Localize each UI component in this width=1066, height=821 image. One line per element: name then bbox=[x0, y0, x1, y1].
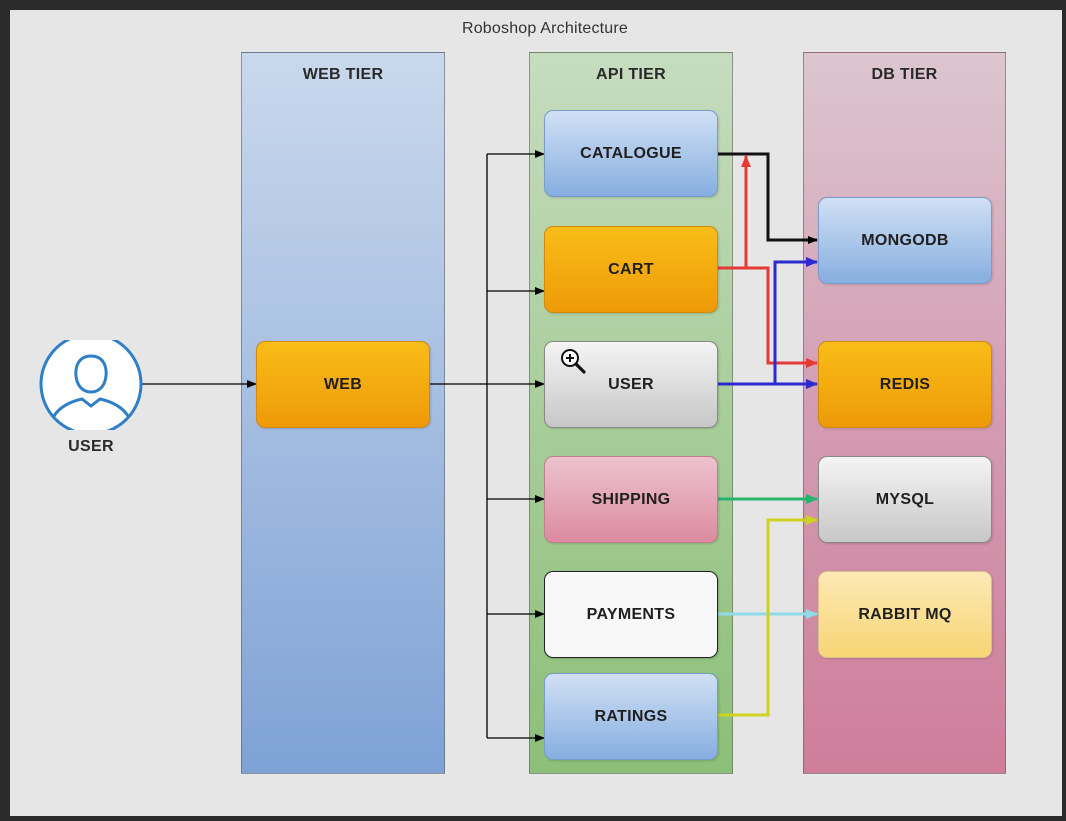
edge-ratings-mysql bbox=[718, 515, 818, 717]
shipping-node[interactable]: SHIPPING bbox=[544, 456, 718, 543]
zoom-in-icon bbox=[561, 349, 586, 374]
catalogue-node[interactable]: CATALOGUE bbox=[544, 110, 718, 197]
user-circle-icon bbox=[39, 340, 143, 430]
mongodb-node[interactable]: MONGODB bbox=[818, 197, 992, 284]
payments-node[interactable]: PAYMENTS bbox=[544, 571, 718, 658]
cart-node[interactable]: CART bbox=[544, 226, 718, 313]
mysql-node[interactable]: MYSQL bbox=[818, 456, 992, 543]
edge-cart-redis bbox=[746, 266, 818, 368]
user-actor-label: USER bbox=[68, 438, 114, 455]
web-tier-title: WEB TIER bbox=[302, 66, 384, 83]
rabbitmq-node[interactable]: RABBIT MQ bbox=[818, 571, 992, 658]
api-tier-title: API TIER bbox=[596, 66, 666, 83]
web-node[interactable]: WEB bbox=[256, 341, 430, 428]
edge-user-mongodb bbox=[773, 257, 818, 384]
diagram-title: Roboshop Architecture bbox=[461, 20, 629, 37]
ratings-node[interactable]: RATINGS bbox=[544, 673, 718, 760]
db-tier-title: DB TIER bbox=[871, 66, 938, 83]
redis-node[interactable]: REDIS bbox=[818, 341, 992, 428]
edge-catalogue-mongodb bbox=[718, 152, 818, 244]
edge-cart-catalogue bbox=[718, 155, 751, 270]
